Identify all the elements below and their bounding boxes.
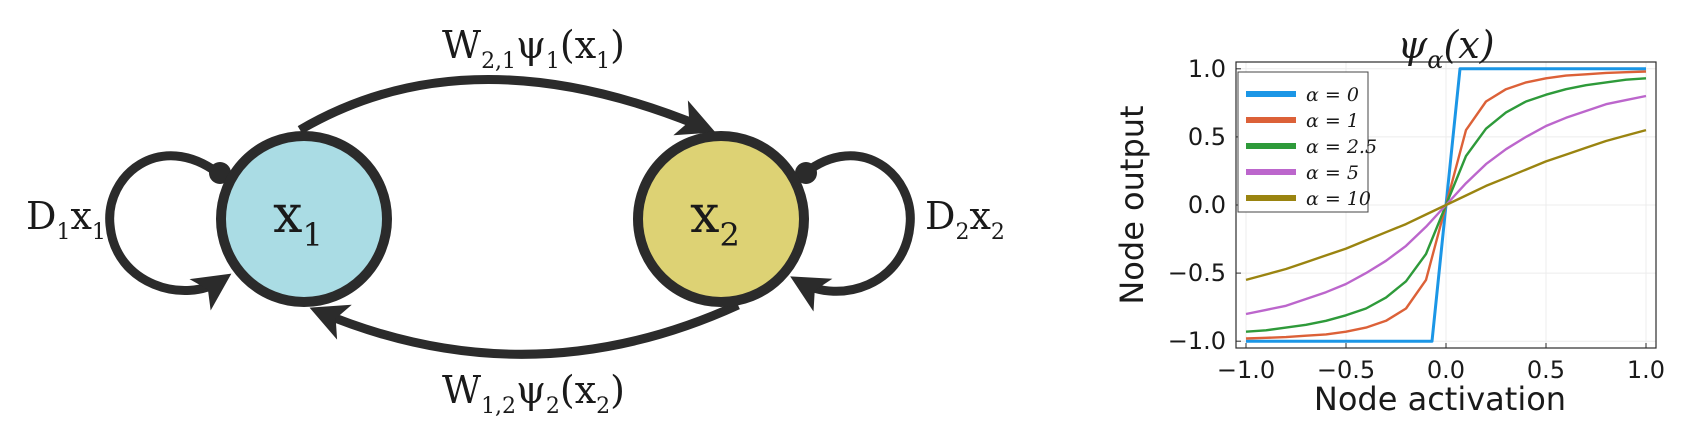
self-loop-x1-dot: [209, 162, 231, 184]
edge-x1-to-x2-label: W2,1ψ1(x1): [442, 23, 625, 74]
y-tick-label: 1.0: [1188, 55, 1226, 83]
self-loop-x2: [790, 151, 915, 312]
series-line-4: [1245, 128, 1647, 282]
y-tick-label: −1.0: [1168, 327, 1226, 355]
legend-label: α = 5: [1306, 162, 1359, 184]
legend-label: α = 1: [1306, 110, 1359, 132]
legend-label: α = 10: [1306, 188, 1371, 210]
self-loop-x2-label: D2x2: [925, 194, 1005, 245]
node-x1-label: x1: [273, 185, 323, 254]
x-tick-label: 1.0: [1627, 356, 1665, 384]
node-x1-circle: [216, 131, 392, 307]
edge-x2-to-x1-label: W1,2ψ2(x2): [442, 368, 625, 419]
x-tick-label: 0.5: [1527, 356, 1565, 384]
plot-series: [1245, 67, 1647, 343]
edge-x1-to-x2: [297, 75, 716, 136]
network-diagram: x1 x2 W2,1ψ1(x1) W1,2ψ2(x2) D1x1 D2x2: [26, 23, 1005, 419]
y-tick-label: 0.0: [1188, 191, 1226, 219]
x-tick-label: 0.0: [1427, 356, 1465, 384]
node-x1: x1: [216, 131, 392, 307]
legend-label: α = 2.5: [1306, 136, 1377, 158]
self-loop-x2-dot: [795, 162, 817, 184]
node-x2-circle: [633, 131, 809, 307]
plot-title: ψα(x): [1397, 23, 1494, 74]
legend-items: α = 0 α = 1 α = 2.5 α = 5 α = 10: [1246, 84, 1377, 210]
plot-legend: α = 0 α = 1 α = 2.5 α = 5 α = 10: [1237, 71, 1377, 213]
activation-plot: −1.0 −0.5 0.0 0.5 1.0 1.0 0.5 0.0 −0.5 −1.0 ψα(x)…: [1113, 23, 1665, 418]
node-x2-label: x2: [690, 185, 740, 254]
legend-label: α = 0: [1306, 84, 1359, 106]
node-x2: x2: [633, 131, 809, 307]
plot-xlabel: Node activation: [1314, 380, 1566, 418]
plot-ticks: −1.0 −0.5 0.0 0.5 1.0 1.0 0.5 0.0 −0.5 −1.0: [1168, 55, 1665, 384]
self-loop-x1-label: D1x1: [26, 194, 106, 245]
y-tick-label: −0.5: [1168, 259, 1226, 287]
x-tick-label: −0.5: [1317, 356, 1375, 384]
self-loop-x1: [105, 151, 232, 311]
plot-ylabel: Node output: [1113, 105, 1151, 304]
edge-x2-to-x1: [309, 300, 740, 359]
x-tick-label: −1.0: [1217, 356, 1275, 384]
y-tick-label: 0.5: [1188, 123, 1226, 151]
